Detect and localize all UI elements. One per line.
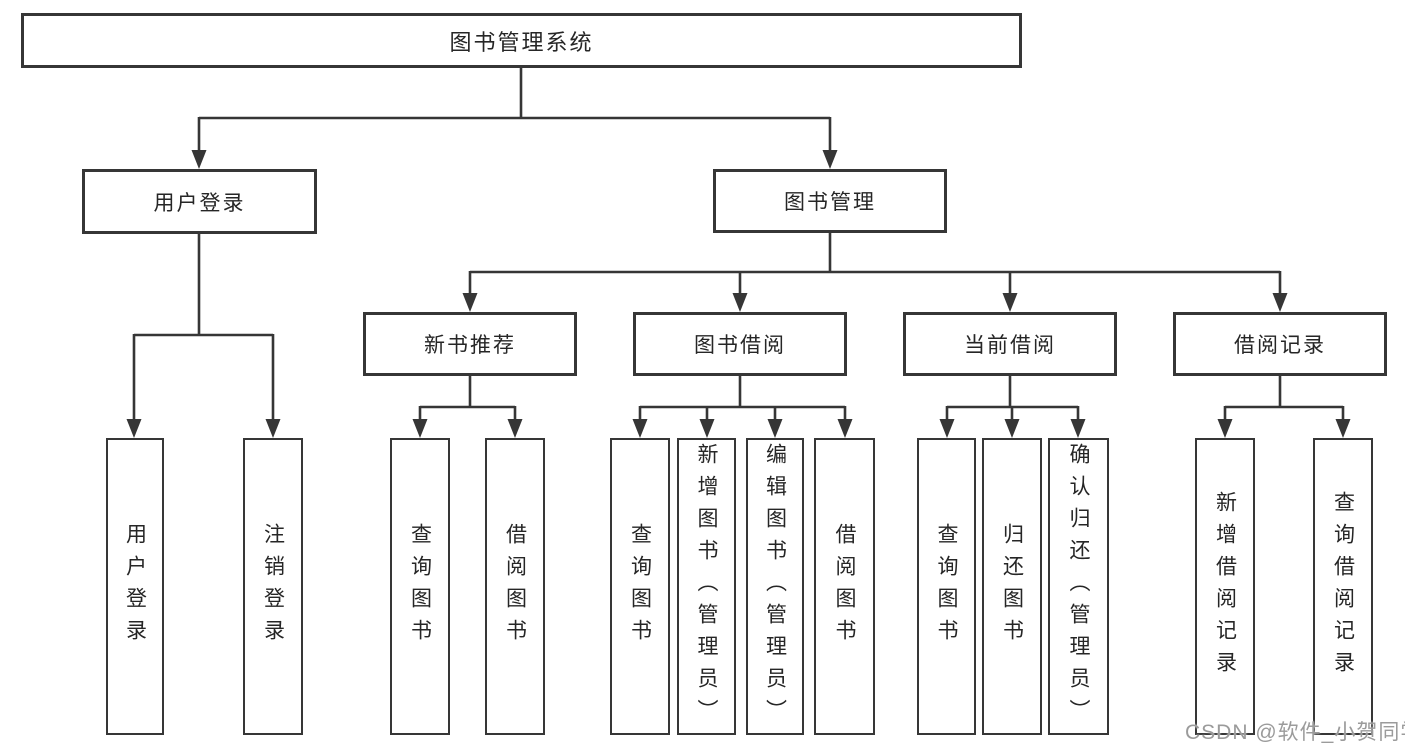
node-current-borrow: 当前借阅	[903, 312, 1117, 376]
node-book-management: 图书管理	[713, 169, 947, 233]
node-book-borrow: 图书借阅	[633, 312, 847, 376]
node-borrow-books-2-label: 借阅图书	[833, 522, 856, 651]
node-edit-book-admin: 编辑图书（管理员）	[746, 438, 804, 735]
node-return-book: 归还图书	[982, 438, 1042, 735]
node-query-borrow-record: 查询借阅记录	[1313, 438, 1373, 735]
node-query-books-2: 查询图书	[610, 438, 670, 735]
node-edit-book-admin-label: 编辑图书（管理员）	[763, 442, 787, 731]
node-query-books-1: 查询图书	[390, 438, 450, 735]
node-confirm-return-admin-label: 确认归还（管理员）	[1067, 442, 1090, 731]
node-logout-label: 注销登录	[261, 522, 285, 651]
node-new-book-recommend: 新书推荐	[363, 312, 577, 376]
node-add-book-admin-label: 新增图书（管理员）	[695, 442, 718, 731]
node-user-login-leaf: 用户登录	[106, 438, 164, 735]
csdn-watermark: CSDN @软件_小贺同学	[1185, 721, 1405, 744]
node-add-borrow-record: 新增借阅记录	[1195, 438, 1255, 735]
node-borrow-books-1-label: 借阅图书	[503, 522, 527, 651]
node-add-book-admin: 新增图书（管理员）	[677, 438, 736, 735]
node-root: 图书管理系统	[21, 13, 1022, 68]
node-return-book-label: 归还图书	[1000, 522, 1024, 651]
node-query-books-3-label: 查询图书	[935, 522, 958, 651]
node-query-books-3: 查询图书	[917, 438, 976, 735]
node-confirm-return-admin: 确认归还（管理员）	[1048, 438, 1109, 735]
node-add-borrow-record-label: 新增借阅记录	[1213, 490, 1237, 683]
node-query-borrow-record-label: 查询借阅记录	[1331, 490, 1355, 683]
node-borrow-books-2: 借阅图书	[814, 438, 875, 735]
node-user-login-leaf-label: 用户登录	[123, 522, 147, 651]
node-borrow-books-1: 借阅图书	[485, 438, 545, 735]
node-query-books-2-label: 查询图书	[628, 522, 652, 651]
node-user-login: 用户登录	[82, 169, 317, 234]
node-query-books-1-label: 查询图书	[408, 522, 432, 651]
node-borrow-records: 借阅记录	[1173, 312, 1387, 376]
node-logout: 注销登录	[243, 438, 303, 735]
